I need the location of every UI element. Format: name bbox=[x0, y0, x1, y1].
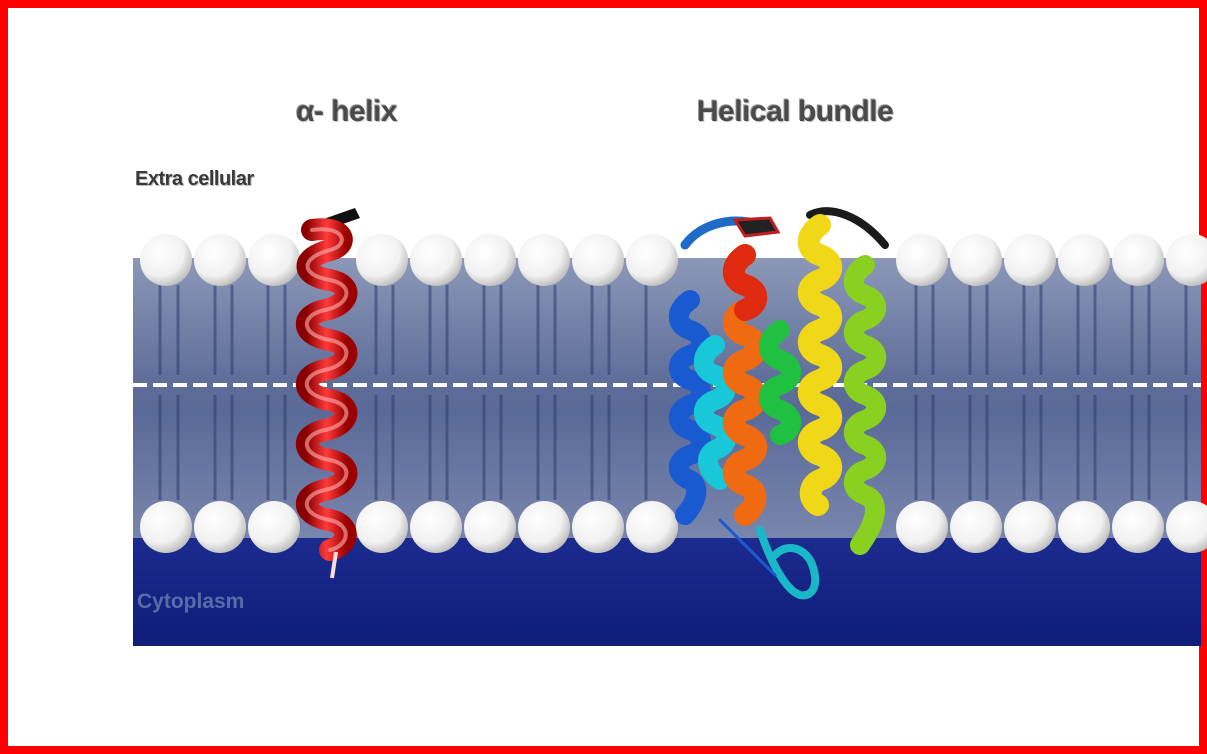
extracellular-label: Extra cellular bbox=[135, 168, 254, 191]
cytoplasm-region bbox=[133, 538, 1201, 646]
cytoplasm-label: Cytoplasm bbox=[137, 590, 244, 614]
alpha-helix-title: α- helix bbox=[296, 95, 397, 129]
helical-bundle-title: Helical bundle bbox=[697, 95, 893, 129]
